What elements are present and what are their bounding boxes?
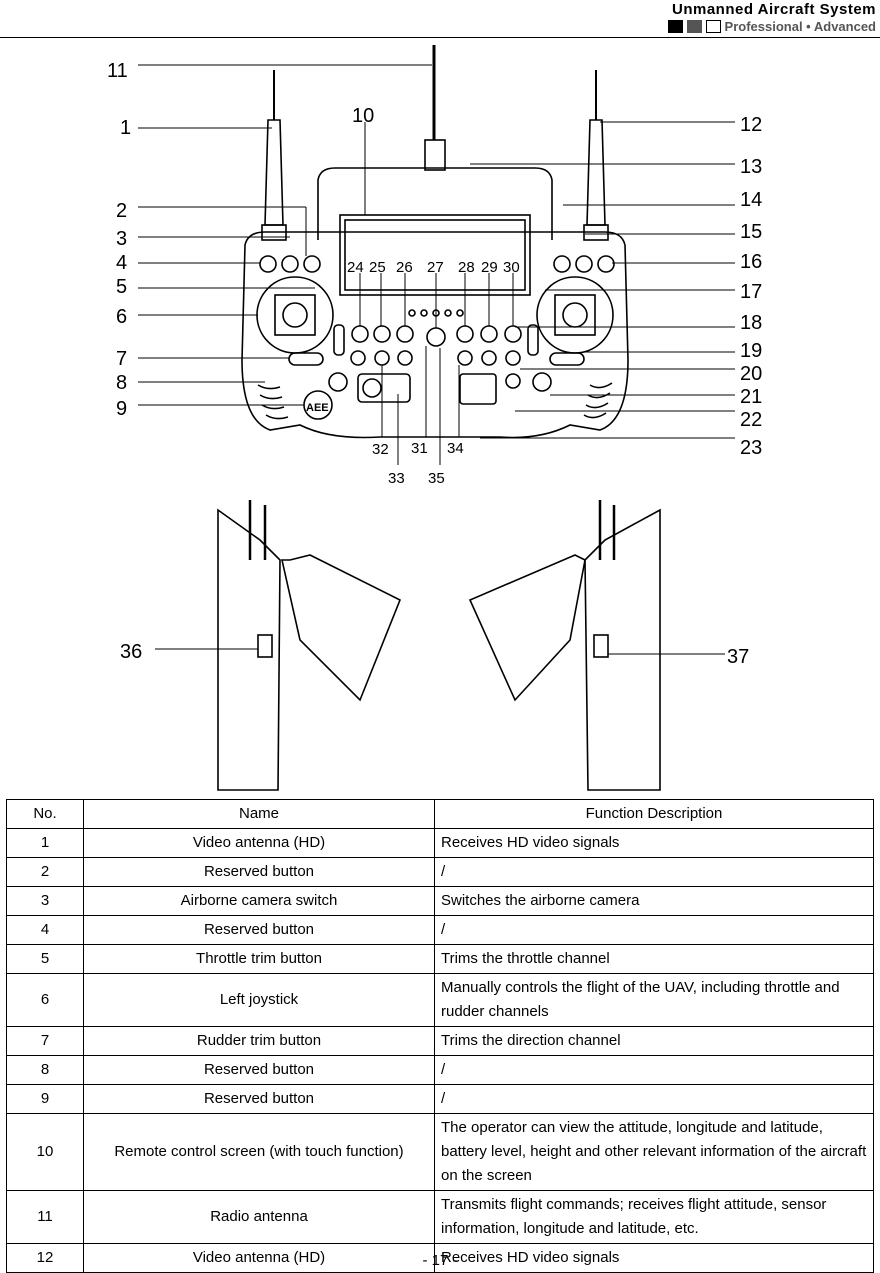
- cell-no: 2: [6, 857, 84, 887]
- cell-desc: Receives HD video signals: [434, 828, 874, 858]
- callout-9: 9: [116, 398, 127, 420]
- callout-6: 6: [116, 306, 127, 328]
- callout-31: 31: [411, 440, 428, 457]
- cell-no: 11: [6, 1190, 84, 1244]
- callout-5: 5: [116, 276, 127, 298]
- cell-name: Reserved button: [83, 915, 435, 945]
- cell-name: Radio antenna: [83, 1190, 435, 1244]
- callout-19: 19: [740, 340, 762, 362]
- callout-25: 25: [369, 259, 386, 276]
- callout-7: 7: [116, 348, 127, 370]
- header-title: Unmanned Aircraft System: [672, 1, 876, 18]
- black-square-icon: [667, 20, 683, 33]
- page-header: Unmanned Aircraft System Professional • …: [667, 0, 876, 34]
- cell-name: Left joystick: [83, 973, 435, 1027]
- cell-name: Reserved button: [83, 1055, 435, 1085]
- callout-20: 20: [740, 363, 762, 385]
- callout-16: 16: [740, 251, 762, 273]
- callout-15: 15: [740, 221, 762, 243]
- gray-square-icon: [686, 20, 702, 33]
- cell-no: 6: [6, 973, 84, 1027]
- cell-no: 7: [6, 1026, 84, 1056]
- callout-14: 14: [740, 189, 762, 211]
- cell-desc: Manually controls the flight of the UAV,…: [434, 973, 874, 1027]
- table-header-row: No. Name Function Description: [6, 799, 874, 829]
- callout-11: 11: [107, 60, 128, 82]
- cell-name: Video antenna (HD): [83, 828, 435, 858]
- cell-name: Reserved button: [83, 857, 435, 887]
- col-desc-header: Function Description: [434, 799, 874, 829]
- aee-logo: AEE: [306, 402, 329, 414]
- cell-name: Remote control screen (with touch functi…: [83, 1113, 435, 1191]
- cell-desc: Transmits flight commands; receives flig…: [434, 1190, 874, 1244]
- callout-28: 28: [458, 259, 475, 276]
- cell-name: Throttle trim button: [83, 944, 435, 974]
- callout-3: 3: [116, 228, 127, 250]
- cell-desc: /: [434, 1055, 874, 1085]
- cell-desc: /: [434, 915, 874, 945]
- cell-desc: The operator can view the attitude, long…: [434, 1113, 874, 1191]
- callout-36: 36: [120, 641, 142, 663]
- callout-8: 8: [116, 372, 127, 394]
- cell-name: Reserved button: [83, 1084, 435, 1114]
- cell-desc: /: [434, 1084, 874, 1114]
- callout-37: 37: [727, 646, 749, 668]
- callout-18: 18: [740, 312, 762, 334]
- callout-10: 10: [352, 105, 374, 127]
- cell-no: 4: [6, 915, 84, 945]
- callout-1: 1: [120, 117, 131, 139]
- callout-26: 26: [396, 259, 413, 276]
- callout-33: 33: [388, 470, 405, 487]
- col-no-header: No.: [6, 799, 84, 829]
- cell-desc: Switches the airborne camera: [434, 886, 874, 916]
- header-subtitle-row: Professional • Advanced: [667, 19, 876, 34]
- cell-no: 1: [6, 828, 84, 858]
- cell-name: Airborne camera switch: [83, 886, 435, 916]
- white-square-icon: [705, 20, 721, 33]
- callout-2: 2: [116, 200, 127, 222]
- callout-24: 24: [347, 259, 364, 276]
- header-rule: [0, 37, 880, 38]
- cell-no: 3: [6, 886, 84, 916]
- remote-controller-diagram: 11 1 10 12 13 2 14 3 15 4 16 5 17 6 18 7…: [107, 45, 762, 791]
- callout-30: 30: [503, 259, 520, 276]
- cell-desc: Trims the direction channel: [434, 1026, 874, 1056]
- callout-21: 21: [740, 386, 762, 408]
- callout-17: 17: [740, 281, 762, 303]
- cell-desc: Trims the throttle channel: [434, 944, 874, 974]
- callout-27: 27: [427, 259, 444, 276]
- callout-23: 23: [740, 437, 762, 459]
- cell-no: 8: [6, 1055, 84, 1085]
- cell-no: 10: [6, 1113, 84, 1191]
- callout-22: 22: [740, 409, 762, 431]
- page-number: - 17 -: [422, 1252, 458, 1269]
- col-name-header: Name: [83, 799, 435, 829]
- cell-desc: /: [434, 857, 874, 887]
- header-subtitle: Professional • Advanced: [724, 19, 876, 34]
- callout-4: 4: [116, 252, 127, 274]
- callout-35: 35: [428, 470, 445, 487]
- callout-32: 32: [372, 441, 389, 458]
- cell-no: 5: [6, 944, 84, 974]
- cell-no: 9: [6, 1084, 84, 1114]
- callout-34: 34: [447, 440, 464, 457]
- callout-29: 29: [481, 259, 498, 276]
- cell-name: Rudder trim button: [83, 1026, 435, 1056]
- callout-12: 12: [740, 114, 762, 136]
- callout-13: 13: [740, 156, 762, 178]
